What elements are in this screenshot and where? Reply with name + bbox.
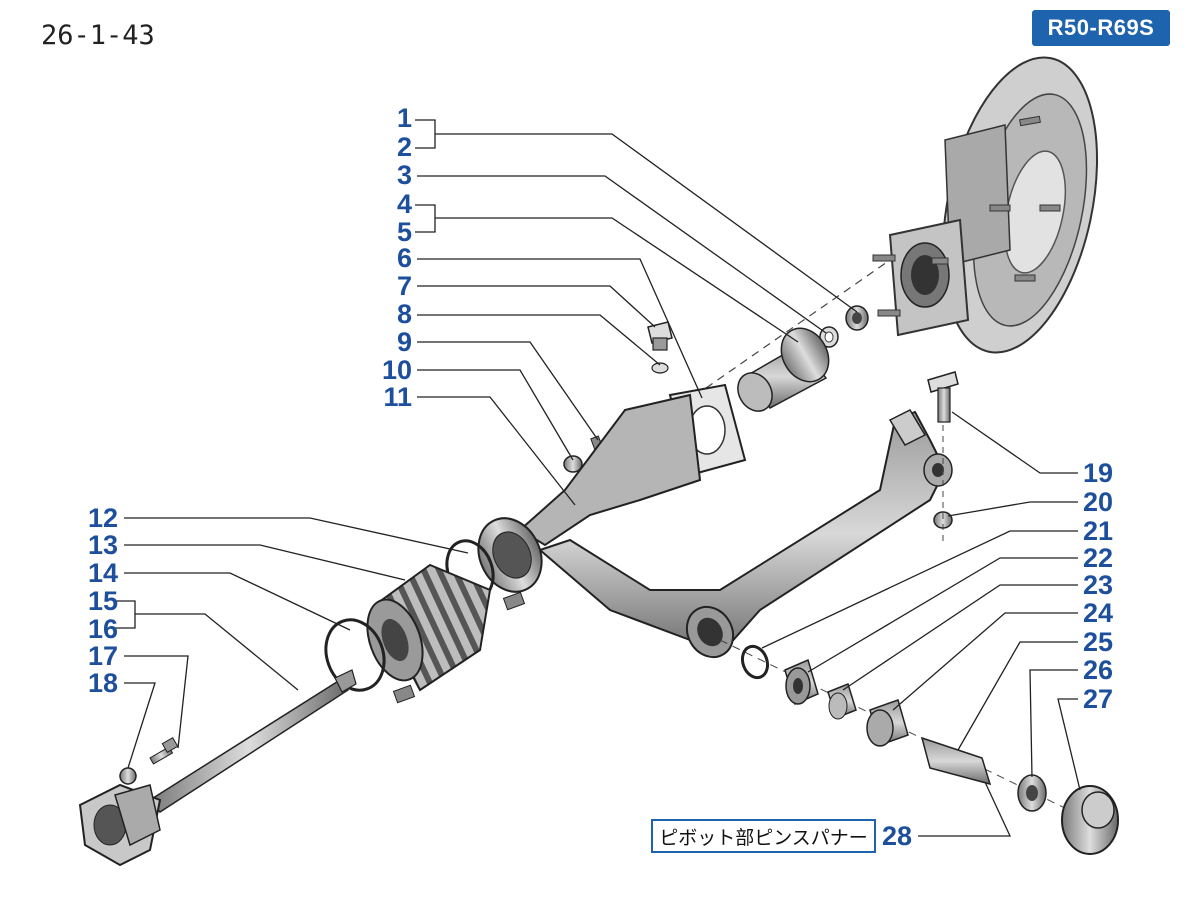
bearing-part-22 xyxy=(784,658,819,706)
callout-10: 10 xyxy=(381,355,412,385)
nut-part-1 xyxy=(845,305,869,331)
callout-4: 4 xyxy=(396,189,412,219)
callout-20: 20 xyxy=(1083,487,1114,517)
callout-23: 23 xyxy=(1083,570,1114,600)
callout-18: 18 xyxy=(87,668,118,698)
callout-25: 25 xyxy=(1083,627,1114,657)
washer-part-8 xyxy=(651,362,669,374)
callout-2: 2 xyxy=(396,132,412,162)
callout-28: 28 xyxy=(882,821,913,851)
callout-3: 3 xyxy=(396,160,412,190)
cap-nut-part-27 xyxy=(1061,785,1119,855)
callout-9: 9 xyxy=(396,327,412,357)
callout-16: 16 xyxy=(87,614,118,644)
callout-7: 7 xyxy=(396,271,412,301)
drive-shaft-part-15 xyxy=(78,669,357,867)
callout-24: 24 xyxy=(1083,598,1114,628)
page-reference: 26-1-43 xyxy=(41,20,155,51)
swing-arm-part-11 xyxy=(477,393,953,659)
callout-14: 14 xyxy=(87,558,118,588)
callout-21: 21 xyxy=(1083,516,1114,546)
bushing-part-24 xyxy=(866,699,909,747)
pivot-pin-part-25 xyxy=(920,736,992,786)
callout-5: 5 xyxy=(396,217,412,247)
circlip-part-21 xyxy=(740,644,770,680)
callout-12: 12 xyxy=(87,503,118,533)
plug-part-7 xyxy=(647,321,673,351)
leader-lines xyxy=(115,119,1081,837)
callout-26: 26 xyxy=(1083,655,1114,685)
callout-15: 15 xyxy=(87,586,118,616)
callout-8: 8 xyxy=(396,299,412,329)
callout-11: 11 xyxy=(383,382,412,412)
callout-13: 13 xyxy=(87,530,118,560)
clamp-ring-part-14 xyxy=(324,618,416,704)
callout-6: 6 xyxy=(396,243,412,273)
bushing-part-23 xyxy=(827,683,857,720)
lock-nut-part-26 xyxy=(1017,774,1047,812)
rubber-boot-part-13 xyxy=(366,563,492,692)
special-tool-label: ピボット部ピンスパナー xyxy=(651,819,876,853)
callout-17: 17 xyxy=(87,641,118,671)
callout-19: 19 xyxy=(1083,458,1114,488)
joint-sleeve-part-4 xyxy=(737,327,830,412)
model-range-badge: R50-R69S xyxy=(1032,10,1170,46)
final-drive-housing xyxy=(872,56,1099,354)
pivot-bolt-part-19 xyxy=(927,371,959,423)
callout-22: 22 xyxy=(1083,543,1114,573)
nut-part-18 xyxy=(119,767,137,785)
bolt-part-17 xyxy=(149,736,179,765)
callout-1: 1 xyxy=(396,103,412,133)
callout-27: 27 xyxy=(1083,684,1114,714)
nut-part-10 xyxy=(563,455,583,473)
